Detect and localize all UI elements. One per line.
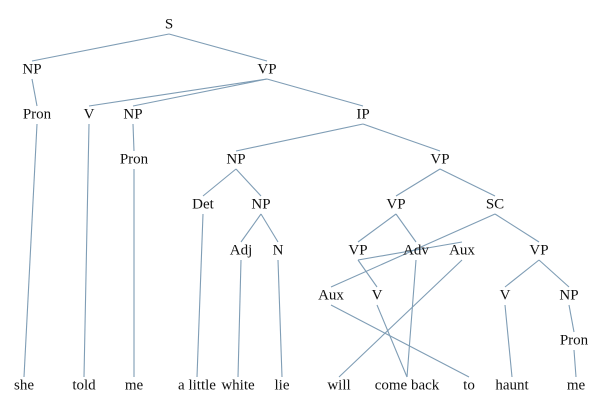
node-v1: V bbox=[84, 106, 95, 122]
node-pron1: Pron bbox=[23, 106, 52, 122]
node-np2: NP bbox=[123, 106, 142, 122]
node-aux2: Aux bbox=[318, 287, 344, 303]
edge-np4-adj bbox=[240, 213, 262, 243]
edge-v2-w_comeback bbox=[376, 304, 408, 378]
node-det: Det bbox=[192, 196, 214, 212]
edge-vp1-ip bbox=[266, 78, 364, 107]
word-w-told: told bbox=[72, 377, 96, 393]
node-adv: Adv bbox=[403, 242, 429, 258]
node-vp3: VP bbox=[386, 196, 405, 212]
edge-v3-w_haunt bbox=[504, 304, 513, 378]
edge-np5-pron3 bbox=[568, 304, 575, 333]
edge-n-w_lie bbox=[277, 259, 283, 378]
edge-v1-w_told bbox=[83, 123, 90, 378]
edge-np3-np4 bbox=[235, 168, 262, 197]
edge-adj-w_white bbox=[237, 259, 242, 378]
node-np3: NP bbox=[226, 151, 245, 167]
node-vp2: VP bbox=[430, 151, 449, 167]
word-w-me2: me bbox=[567, 377, 586, 393]
node-pron2: Pron bbox=[120, 151, 149, 167]
word-w-white: white bbox=[221, 377, 255, 393]
node-ip: IP bbox=[356, 106, 369, 122]
edge-vp3-adv bbox=[395, 213, 417, 243]
node-pron3: Pron bbox=[560, 332, 589, 348]
edge-vp3-vp4 bbox=[357, 213, 397, 243]
edge-pron3-w_me2 bbox=[573, 349, 577, 378]
edge-vp1-np2 bbox=[132, 78, 268, 107]
edge-np3-det bbox=[202, 168, 237, 197]
edge-vp5-v3 bbox=[504, 259, 540, 288]
node-n: N bbox=[273, 242, 284, 258]
tree-edges bbox=[23, 33, 577, 378]
word-w-comeback: come back bbox=[375, 377, 440, 393]
edge-ip-vp2 bbox=[362, 123, 441, 152]
word-w-haunt: haunt bbox=[495, 377, 529, 393]
node-sc: SC bbox=[486, 196, 504, 212]
word-w-to: to bbox=[463, 377, 475, 393]
node-v2: V bbox=[372, 287, 383, 303]
edge-sc-aux2 bbox=[330, 213, 496, 288]
word-w-lie: lie bbox=[275, 377, 290, 393]
edge-pron1-w_she bbox=[23, 123, 38, 378]
node-vp4: VP bbox=[348, 242, 367, 258]
word-w-alittle: a little bbox=[178, 377, 216, 393]
node-np5: NP bbox=[559, 287, 578, 303]
edge-np2-pron2 bbox=[132, 123, 135, 152]
edge-vp4-aux1 bbox=[357, 241, 463, 261]
edge-sc-vp5 bbox=[494, 213, 540, 243]
edge-det-w_alittle bbox=[196, 213, 204, 378]
word-w-me1: me bbox=[125, 377, 144, 393]
edge-np1-pron1 bbox=[31, 78, 38, 107]
word-w-will: will bbox=[327, 377, 350, 393]
edge-aux2-w_to bbox=[330, 304, 470, 378]
node-s: S bbox=[165, 16, 173, 32]
node-vp5: VP bbox=[529, 242, 548, 258]
node-v3: V bbox=[500, 287, 511, 303]
edge-vp4-v2 bbox=[357, 259, 378, 288]
edge-adv-w_comeback bbox=[406, 259, 417, 378]
edge-np4-n bbox=[260, 213, 279, 243]
edge-ip-np3 bbox=[235, 123, 364, 152]
edge-vp2-vp3 bbox=[395, 168, 441, 197]
edge-s-np1 bbox=[31, 33, 170, 62]
node-np4: NP bbox=[251, 196, 270, 212]
word-w-she: she bbox=[14, 377, 34, 393]
edge-vp5-np5 bbox=[538, 259, 570, 288]
edge-vp1-v1 bbox=[88, 78, 268, 107]
node-np1: NP bbox=[22, 61, 41, 77]
edge-aux1-w_will bbox=[338, 259, 463, 378]
node-aux1: Aux bbox=[449, 242, 475, 258]
edge-s-vp1 bbox=[168, 33, 268, 62]
node-adj: Adj bbox=[230, 242, 253, 258]
edge-vp2-sc bbox=[439, 168, 496, 197]
node-vp1: VP bbox=[257, 61, 276, 77]
